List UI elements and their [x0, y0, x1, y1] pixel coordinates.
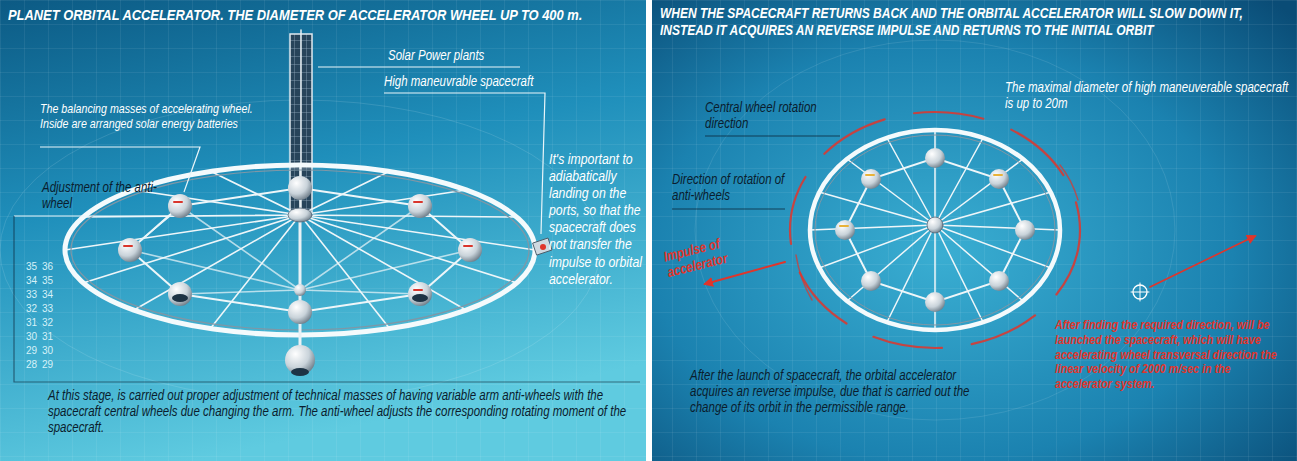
ruler-number: 33 [42, 304, 58, 314]
leader-lines [384, 93, 545, 234]
note-text: After the launch of spacecraft, the orbi… [690, 368, 1000, 416]
left-wheel [288, 300, 312, 324]
leader-lines [14, 216, 640, 382]
right-wheel [840, 175, 1002, 226]
leader-lines [14, 67, 640, 382]
right-wheel [810, 130, 1060, 330]
right-wheel [1131, 236, 1255, 301]
right-wheel [810, 130, 1060, 330]
right-wheel [815, 135, 1055, 325]
leader-lines [672, 208, 785, 209]
right-wheel [796, 255, 812, 300]
right-wheel [989, 271, 1009, 291]
left-wheel [118, 176, 482, 324]
ruler-number: 29 [26, 346, 42, 356]
right-wheel [790, 112, 1080, 348]
right-wheel [835, 148, 1035, 312]
left-wheel [412, 294, 428, 302]
ruler-number: 34 [26, 276, 42, 286]
left-wheel [458, 238, 482, 262]
ruler-number: 36 [42, 262, 58, 272]
left-wheel [408, 194, 432, 218]
left-wheel [540, 244, 546, 250]
left-wheel [299, 215, 302, 350]
title-text: PLANET ORBITAL ACCELERATOR. THE DIAMETER… [8, 6, 582, 23]
left-wheel [285, 345, 315, 375]
left-wheel [294, 284, 306, 296]
right-wheel [861, 271, 881, 291]
callout-label: Adjustment of the anti-wheel [42, 180, 167, 212]
note-text: After finding the required direction, wi… [1055, 318, 1287, 392]
leader-lines [672, 136, 840, 209]
ruler-number: 35 [42, 276, 58, 286]
ruler-number: 35 [26, 262, 42, 272]
right-wheel [810, 130, 1060, 330]
right-wheel [925, 148, 945, 168]
callout-label: High maneuvrable spacecraft [384, 74, 554, 90]
left-wheel [124, 202, 472, 290]
left-wheel [288, 208, 312, 222]
ruler-number: 30 [26, 332, 42, 342]
ruler-number: 33 [26, 290, 42, 300]
left-wheel [172, 294, 188, 302]
ruler-number: 34 [42, 290, 58, 300]
title-text: WHEN THE SPACECRAFT RETURNS BACK AND THE… [660, 4, 1290, 38]
ruler-number: 28 [26, 360, 42, 370]
ruler-number: 32 [42, 318, 58, 328]
ruler-number: 32 [26, 304, 42, 314]
right-wheel [1015, 220, 1035, 240]
left-wheel [288, 176, 312, 200]
background [0, 0, 646, 461]
leader-lines [14, 216, 170, 240]
callout-label: The balancing masses of accelerating whe… [40, 102, 280, 132]
ruler-number: 31 [42, 332, 58, 342]
left-wheel [118, 238, 142, 262]
ruler-number: 31 [26, 318, 42, 328]
right-wheel [1150, 236, 1255, 287]
right-wheel [835, 220, 855, 240]
note-text: It's important to adiabatically landing … [549, 150, 644, 287]
right-wheel [845, 158, 1025, 302]
background [652, 0, 1297, 461]
callout-label: Solar Power plants [388, 48, 538, 64]
callout-label: Central wheel rotation direction [705, 100, 830, 132]
right-wheel [1131, 283, 1149, 301]
right-wheel [705, 112, 1255, 348]
right-wheel [925, 292, 945, 312]
left-wheel [291, 368, 309, 376]
right-wheel [927, 217, 943, 233]
callout-label: The maximal diameter of high maneuverabl… [1005, 80, 1290, 112]
background [0, 0, 646, 461]
left-wheel [168, 194, 192, 218]
background [652, 0, 1297, 461]
leader-lines [705, 135, 840, 136]
left-wheel [168, 282, 192, 306]
callout-label: Direction of rotation of anti-wheels [672, 172, 790, 204]
left-wheel [408, 282, 432, 306]
right-wheel [1060, 165, 1078, 200]
callout-label: Impulse of accelerator [662, 231, 747, 281]
note-text: At this stage, is carried out proper adj… [48, 388, 640, 436]
ruler-number: 29 [42, 360, 58, 370]
right-wheel [989, 169, 1009, 189]
leader-lines [318, 66, 520, 67]
ruler-number: 30 [42, 346, 58, 356]
right-wheel [861, 169, 881, 189]
